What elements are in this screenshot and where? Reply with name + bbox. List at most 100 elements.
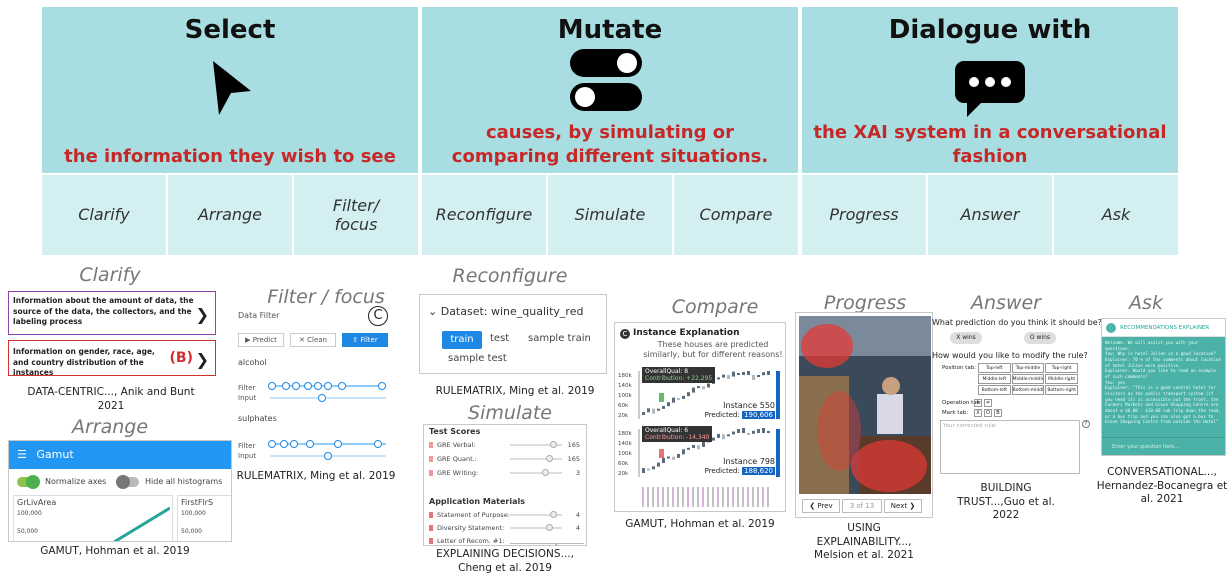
material-slider[interactable] (510, 527, 562, 529)
material-slider[interactable] (510, 514, 562, 516)
waterfall-bar[interactable] (757, 429, 760, 433)
waterfall-bar[interactable] (737, 373, 740, 375)
waterfall-bar[interactable] (667, 456, 670, 459)
waterfall-bar[interactable] (712, 437, 715, 441)
position-option[interactable]: Bottom-left (978, 385, 1011, 395)
toggle-histograms[interactable] (116, 475, 139, 489)
next-button[interactable]: Next ❯ (884, 499, 922, 513)
position-option[interactable]: Middle-left (978, 374, 1011, 384)
tab-sample-train[interactable]: sample train (528, 333, 591, 344)
waterfall-bar[interactable] (762, 428, 765, 433)
waterfall-bar[interactable] (732, 431, 735, 435)
waterfall-bar[interactable] (752, 430, 755, 434)
waterfall-bar[interactable] (672, 397, 675, 403)
letter-select[interactable] (510, 535, 584, 544)
rule-textarea[interactable]: Your corrected rule: (940, 420, 1080, 474)
waterfall-bar[interactable] (657, 408, 660, 411)
waterfall-bar[interactable] (642, 412, 645, 415)
waterfall-bar[interactable] (722, 374, 725, 378)
position-option[interactable]: Bottom-right (1045, 385, 1078, 395)
plot-card-2[interactable]: FirstFlrS 100,000 50,000 (177, 495, 231, 541)
waterfall-bar[interactable] (692, 387, 695, 393)
waterfall-bar[interactable] (702, 441, 705, 447)
highlighted-bar-1[interactable] (659, 393, 664, 402)
waterfall-bar[interactable] (732, 371, 735, 377)
waterfall-bar[interactable] (757, 375, 760, 377)
toggle-normalize[interactable] (17, 475, 40, 489)
test-score-slider-knob[interactable] (550, 441, 557, 448)
position-option[interactable]: Bottom-middle (1011, 385, 1045, 395)
test-score-slider[interactable] (510, 458, 562, 460)
mark-blank[interactable]: B (994, 409, 1002, 417)
waterfall-bar[interactable] (752, 375, 755, 380)
waterfall-bar[interactable] (662, 458, 665, 463)
operation-select-2[interactable]: ≠ (984, 399, 992, 407)
position-option[interactable]: Top-middle (1011, 363, 1045, 373)
material-slider-knob[interactable] (546, 524, 553, 531)
waterfall-bar[interactable] (672, 456, 675, 460)
waterfall-bar[interactable] (702, 386, 705, 390)
waterfall-bar[interactable] (682, 449, 685, 455)
waterfall-bar[interactable] (697, 445, 700, 450)
mark-x[interactable]: X (974, 409, 982, 417)
position-option[interactable]: Middle-middle (1011, 374, 1045, 384)
help-icon[interactable]: ? (1082, 420, 1090, 428)
filter-button[interactable]: ⇧ Filter (342, 333, 388, 347)
waterfall-bar[interactable] (647, 468, 650, 471)
waterfall-bar[interactable] (692, 445, 695, 448)
waterfall-bar[interactable] (737, 429, 740, 433)
waterfall-bar[interactable] (742, 372, 745, 375)
predict-button[interactable]: ▶ Predict (238, 333, 284, 347)
waterfall-bar[interactable] (727, 434, 730, 437)
clarify-box-1[interactable]: Information about the amount of data, th… (8, 291, 216, 335)
waterfall-bar[interactable] (717, 433, 720, 438)
waterfall-bar[interactable] (727, 375, 730, 379)
waterfall-bar[interactable] (677, 453, 680, 458)
operation-select[interactable]: = (974, 399, 982, 407)
clean-button[interactable]: ✕ Clean (290, 333, 336, 347)
waterfall-bar[interactable] (667, 402, 670, 407)
chat-input[interactable]: Enter your question here... (1102, 437, 1225, 455)
mark-o[interactable]: O (984, 409, 992, 417)
waterfall-bar[interactable] (697, 386, 700, 389)
waterfall-bar[interactable] (707, 383, 710, 388)
highlighted-bar-2[interactable] (659, 449, 664, 458)
x-wins-button[interactable]: X wins (950, 332, 982, 344)
waterfall-bar[interactable] (722, 434, 725, 440)
waterfall-bar[interactable] (662, 405, 665, 409)
waterfall-bar[interactable] (762, 372, 765, 376)
waterfall-bar[interactable] (647, 408, 650, 413)
waterfall-bar[interactable] (747, 371, 750, 375)
waterfall-bar[interactable] (747, 433, 750, 435)
waterfall-bar[interactable] (687, 447, 690, 450)
clarify-box-2[interactable]: Information on gender, race, age, and co… (8, 340, 216, 377)
position-option[interactable]: Middle-right (1045, 374, 1078, 384)
menu-icon[interactable]: ☰ (17, 448, 27, 461)
prev-button[interactable]: ❮ Prev (802, 499, 840, 513)
test-score-slider-knob[interactable] (542, 469, 549, 476)
waterfall-bar[interactable] (642, 468, 645, 473)
tab-train[interactable]: train (442, 331, 482, 349)
dataset-selector[interactable]: ⌄ Dataset: wine_quality_red (428, 305, 583, 318)
waterfall-bar[interactable] (767, 431, 770, 433)
alcohol-range-slider[interactable] (266, 370, 390, 404)
test-score-slider[interactable] (510, 472, 562, 474)
waterfall-bar[interactable] (657, 462, 660, 467)
waterfall-bar[interactable] (687, 392, 690, 397)
waterfall-bar[interactable] (652, 408, 655, 414)
tab-sample-test[interactable]: sample test (448, 353, 507, 364)
o-wins-button[interactable]: O wins (1024, 332, 1056, 344)
waterfall-bar[interactable] (717, 377, 720, 380)
waterfall-bar[interactable] (767, 371, 770, 375)
position-option[interactable]: Top-left (978, 363, 1011, 373)
position-option[interactable]: Top-right (1045, 363, 1078, 373)
test-score-slider-knob[interactable] (546, 455, 553, 462)
tab-test[interactable]: test (490, 333, 510, 344)
material-slider-knob[interactable] (550, 511, 557, 518)
test-score-slider[interactable] (510, 444, 562, 446)
plot-card-1[interactable]: GrLivArea 100,000 50,000 (13, 495, 173, 541)
sulphates-range-slider[interactable] (266, 428, 390, 462)
waterfall-bar[interactable] (742, 428, 745, 433)
waterfall-bar[interactable] (682, 395, 685, 399)
waterfall-bar[interactable] (652, 466, 655, 470)
